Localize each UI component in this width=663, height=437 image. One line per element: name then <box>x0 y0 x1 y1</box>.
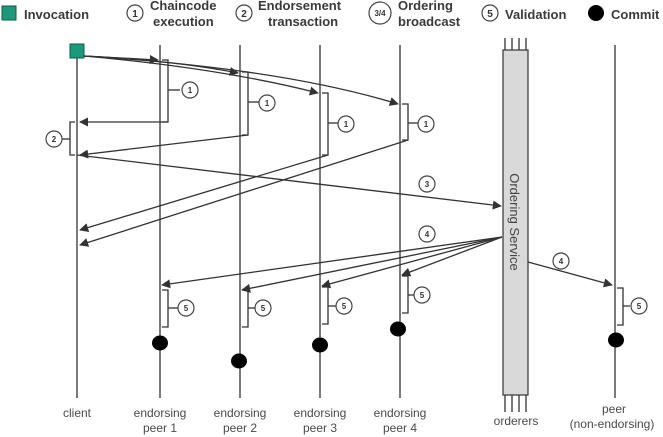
step-2-legend-icon <box>235 4 253 22</box>
legend-step-3-4-line2: broadcast <box>398 14 461 29</box>
commit-dots <box>152 321 624 369</box>
step-5-legend-icon <box>481 4 499 22</box>
step-1-legend-icon <box>126 4 144 22</box>
commit-dot-peer4 <box>390 321 406 337</box>
peer2-label-line1: endorsing <box>214 406 267 420</box>
invocation-legend-icon <box>1 5 17 21</box>
response-arrow-peer4 <box>79 139 409 247</box>
delivery-arrow-non-endorsing <box>527 261 613 288</box>
commit-dot-peer1 <box>152 335 168 351</box>
step-5-label-peer1: 5 <box>184 304 189 313</box>
delivery-arrow-peer4 <box>401 236 503 277</box>
commit-dot-peer2 <box>231 353 247 369</box>
endorsement-bracket-shape <box>69 121 75 156</box>
execution-bracket-peer3 <box>322 92 329 156</box>
delivery-arrow-peer2 <box>241 236 503 293</box>
legend-step-2-line2: transaction <box>268 14 338 29</box>
step-5-circle-peer1 <box>177 299 195 317</box>
response-arrows <box>79 117 409 247</box>
validation-bracket-non-endorsing <box>617 287 624 326</box>
step-3-label: 3 <box>425 180 430 189</box>
execution-bracket-peer1 <box>162 59 169 123</box>
proposal-arrow-peer4 <box>83 55 399 106</box>
step-1-label-peer2: 1 <box>265 99 270 108</box>
step-1-label-peer3: 1 <box>344 120 349 129</box>
delivery-arrow-peer1 <box>161 236 503 289</box>
validation-bracket-peer3 <box>322 286 329 325</box>
peer4-label-line2: peer 4 <box>383 421 417 435</box>
proposal-arrows <box>83 55 399 106</box>
legend-step-3-4-line1: Ordering <box>398 0 453 13</box>
peer4-label-line1: endorsing <box>374 406 427 420</box>
legend-step-5-number: 5 <box>487 9 493 20</box>
commit-dot-peer3 <box>312 337 328 353</box>
step-2-circle <box>45 130 63 148</box>
step-2-label: 2 <box>52 135 57 144</box>
peer3-label-line2: peer 3 <box>303 421 337 435</box>
legend-validation-label: Validation <box>505 7 566 22</box>
step-5-circle-peer2 <box>254 299 272 317</box>
endorsement-bracket <box>62 121 75 156</box>
client-label: client <box>63 406 92 420</box>
validation-bracket-peer1 <box>162 289 169 328</box>
response-arrow-peer3 <box>79 154 329 232</box>
step-3-circle <box>418 175 436 193</box>
execution-bracket-peer4 <box>402 103 409 141</box>
peer1-label-line2: peer 1 <box>143 421 177 435</box>
legend-step-1-line1: Chaincode <box>150 0 216 13</box>
commit-dot-non-endorsing <box>608 332 624 348</box>
step-1-label-peer1: 1 <box>188 86 193 95</box>
step-5-label-peer3: 5 <box>342 302 347 311</box>
lifelines <box>76 38 616 412</box>
step-3-4-legend-icon <box>368 1 392 25</box>
step-1-circle-peer3 <box>337 115 355 133</box>
response-arrow-peer2 <box>79 134 249 159</box>
commit-legend-icon <box>588 5 604 21</box>
step-4-circle-endorsers <box>418 225 436 243</box>
delivery-arrow-peer3 <box>321 236 503 289</box>
legend-step-1-number: 1 <box>132 9 138 20</box>
non-endorsing-peer-label-line2: (non-endorsing) <box>570 417 655 431</box>
legend-step-1-line2: execution <box>153 14 214 29</box>
orderers-label: orderers <box>494 414 539 428</box>
step-5-label-peer4: 5 <box>420 291 425 300</box>
non-endorsing-peer-label-line1: peer <box>602 402 626 416</box>
legend-step-2-line1: Endorsement <box>258 0 342 13</box>
step-4-label-endorsers: 4 <box>425 230 430 239</box>
step-4-label-non-endorsing: 4 <box>559 257 564 266</box>
step-5-circle-peer4 <box>413 286 431 304</box>
legend: Invocation 1 Chaincode execution 2 Endor… <box>1 0 660 29</box>
step-4-circle-non-endorsing <box>552 252 570 270</box>
legend-step-3-4-number: 3/4 <box>374 9 386 18</box>
peer3-label-line1: endorsing <box>294 406 347 420</box>
ordering-service-bar <box>502 49 529 396</box>
proposal-arrow-peer3 <box>83 55 319 96</box>
legend-commit-label: Commit <box>611 7 660 22</box>
validation-bracket-peer4 <box>402 275 409 314</box>
step-5-circle-non-endorsing <box>630 297 648 315</box>
step-5-label-non-endorsing: 5 <box>637 302 642 311</box>
execution-bracket-peer2 <box>242 71 249 136</box>
step-1-circle-peer4 <box>417 115 435 133</box>
broadcast-arrow <box>76 154 502 210</box>
validation-brackets <box>162 275 630 328</box>
validation-bracket-peer2 <box>242 289 249 328</box>
step-5-labels: 5 5 5 5 5 <box>177 286 648 317</box>
peer1-label-line1: endorsing <box>134 406 187 420</box>
legend-invocation-label: Invocation <box>24 7 89 22</box>
peer2-label-line2: peer 2 <box>223 421 257 435</box>
step-1-circle-peer1 <box>181 81 199 99</box>
step-5-label-peer2: 5 <box>261 304 266 313</box>
ordering-service-label: Ordering Service <box>507 173 522 271</box>
step-1-circle-peer2 <box>258 94 276 112</box>
legend-step-2-number: 2 <box>241 9 247 20</box>
delivery-arrows <box>161 236 613 293</box>
step-5-circle-peer3 <box>335 297 353 315</box>
invocation-marker <box>69 43 85 59</box>
step-1-label-peer4: 1 <box>424 120 429 129</box>
step-1-labels: 1 1 1 1 <box>181 81 435 133</box>
actor-labels: client endorsing peer 1 endorsing peer 2… <box>63 402 654 435</box>
